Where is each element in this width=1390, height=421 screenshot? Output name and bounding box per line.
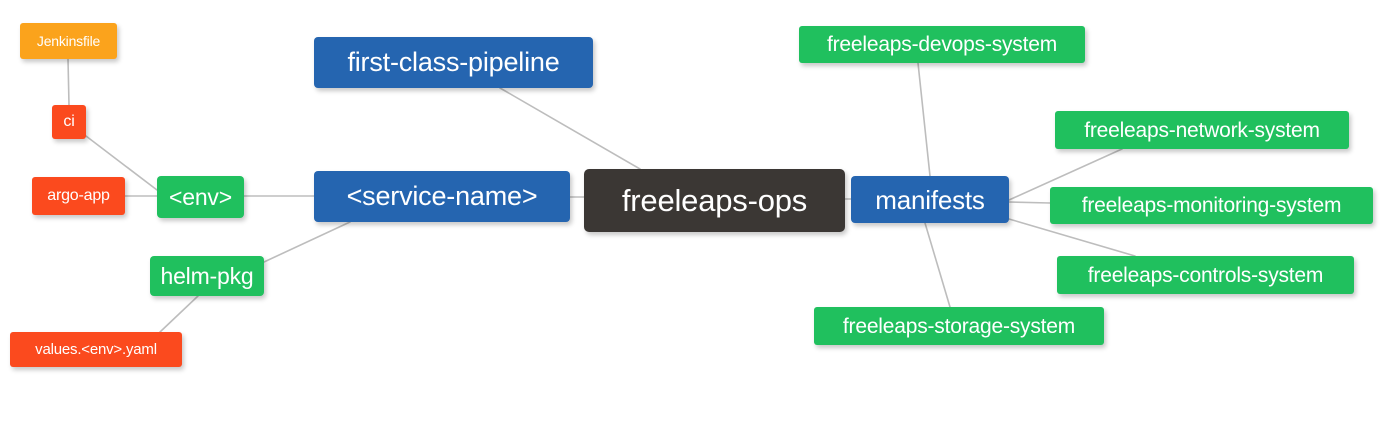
mindmap-node-argo-app[interactable]: argo-app [32,177,125,215]
node-label: freeleaps-storage-system [842,314,1076,338]
node-label: freeleaps-ops [621,183,808,218]
edge-manifests-to-freeleaps-storage-system [924,222,951,308]
node-label: freeleaps-network-system [1084,118,1320,142]
node-label: values.<env>.yaml [35,341,157,358]
edge-manifests-to-freeleaps-controls-system [1008,218,1136,257]
mindmap-node-freeleaps-devops-system[interactable]: freeleaps-devops-system [799,26,1085,63]
node-label: ci [63,113,75,130]
node-label: manifests [875,184,985,215]
node-label: first-class-pipeline [347,47,560,77]
mindmap-node-freeleaps-monitoring-system[interactable]: freeleaps-monitoring-system [1050,187,1373,224]
mindmap-node-service-name[interactable]: <service-name> [314,171,570,222]
node-label: <env> [169,183,232,210]
node-label: freeleaps-monitoring-system [1081,194,1342,217]
node-label: freeleaps-devops-system [827,33,1057,56]
mindmap-node-freeleaps-controls-system[interactable]: freeleaps-controls-system [1057,256,1354,294]
edge-helm-pkg-to-service-name [263,221,351,263]
edge-manifests-to-freeleaps-monitoring-system [1008,201,1051,204]
mindmap-node-first-class-pipeline[interactable]: first-class-pipeline [314,37,593,88]
node-label: argo-app [47,187,110,204]
mindmap-node-jenkinsfile[interactable]: Jenkinsfile [20,23,117,59]
mindmap-node-ci[interactable]: ci [52,105,86,139]
mindmap-node-env[interactable]: <env> [157,176,244,218]
edge-first-class-pipeline-to-freeleaps-ops [499,87,641,170]
mindmap-node-helm-pkg[interactable]: helm-pkg [150,256,264,296]
node-label: helm-pkg [160,262,254,289]
edge-values-yaml-to-helm-pkg [159,295,199,333]
node-label: Jenkinsfile [36,33,101,49]
edge-manifests-to-freeleaps-devops-system [917,62,931,177]
node-label: freeleaps-controls-system [1087,263,1324,287]
node-label: <service-name> [346,181,538,211]
mindmap-node-freeleaps-storage-system[interactable]: freeleaps-storage-system [814,307,1104,345]
mindmap-node-freeleaps-network-system[interactable]: freeleaps-network-system [1055,111,1349,149]
mindmap-node-values-yaml[interactable]: values.<env>.yaml [10,332,182,367]
mindmap-node-freeleaps-ops[interactable]: freeleaps-ops [584,169,845,232]
mindmap-node-manifests[interactable]: manifests [851,176,1009,223]
edge-jenkinsfile-to-ci [67,58,70,106]
